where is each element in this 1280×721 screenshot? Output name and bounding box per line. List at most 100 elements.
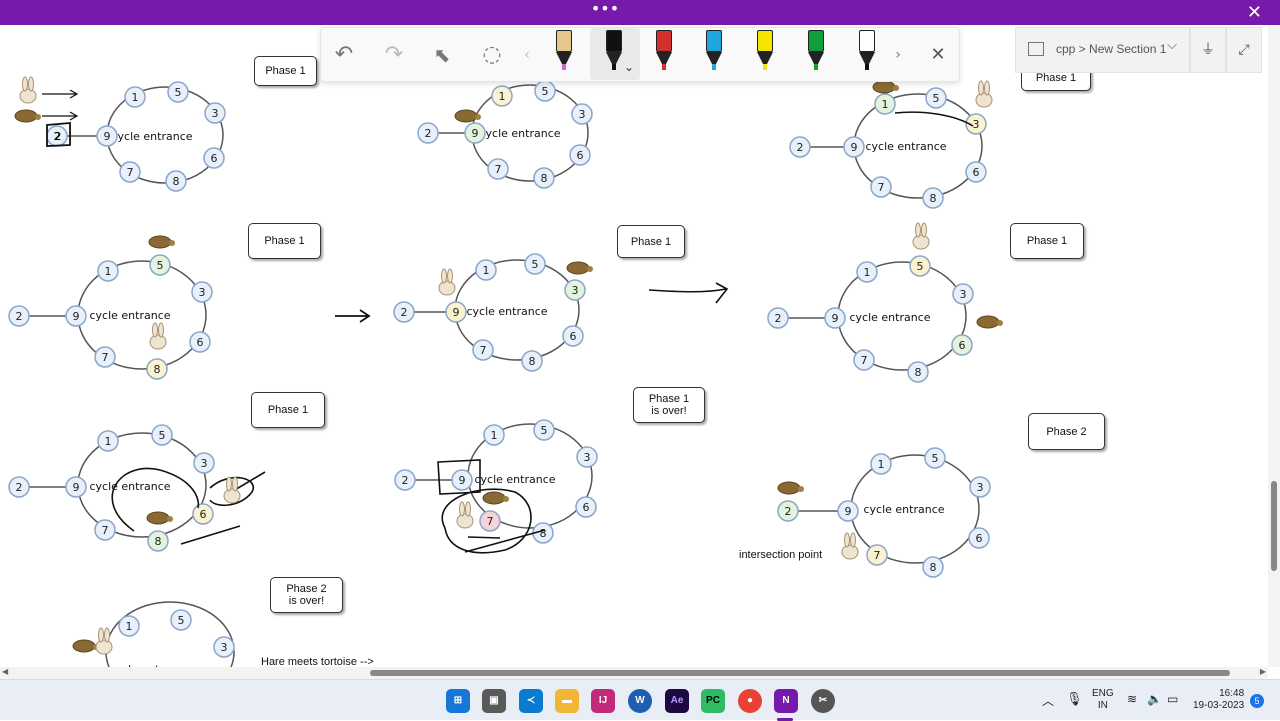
hare-icon <box>95 627 113 655</box>
tray-chevron-icon[interactable]: ︿ <box>1042 694 1055 708</box>
svg-text:1: 1 <box>105 435 112 448</box>
yellow-highlighter-icon[interactable] <box>754 30 776 72</box>
after-effects-icon[interactable]: Ae <box>665 689 689 713</box>
cycle-entrance-label: cycle entrance <box>89 309 170 322</box>
svg-text:6: 6 <box>211 152 218 165</box>
svg-text:5: 5 <box>175 86 182 99</box>
pencil-pen-icon[interactable] <box>553 30 575 72</box>
chrome-icon[interactable]: ● <box>738 689 762 713</box>
horizontal-scroll-thumb[interactable] <box>370 670 1230 676</box>
svg-text:2: 2 <box>55 130 62 143</box>
lasso-select-button[interactable]: ◌ <box>482 42 502 67</box>
clock[interactable]: 16:48 19-03-2023 <box>1193 688 1244 712</box>
tortoise-icon <box>148 235 175 249</box>
black-pen-icon[interactable] <box>603 30 625 72</box>
handdrawn-arrow <box>648 282 729 304</box>
svg-text:2: 2 <box>401 306 408 319</box>
filter-button[interactable]: ⏚ <box>1190 27 1226 73</box>
red-pen-icon[interactable] <box>653 30 675 72</box>
notification-badge[interactable]: 5 <box>1250 694 1264 708</box>
svg-text:5: 5 <box>178 614 185 627</box>
microphone-icon[interactable]: 🎙 <box>1066 691 1083 706</box>
svg-text:3: 3 <box>960 288 967 301</box>
svg-text:5: 5 <box>932 452 939 465</box>
cycle-entrance-label: cycle entrance <box>466 305 547 318</box>
scroll-right-arrow[interactable]: ▶ <box>1259 667 1266 676</box>
hare-icon <box>19 76 37 104</box>
green-pen-icon[interactable] <box>805 30 827 72</box>
hare-icon <box>438 268 456 296</box>
svg-text:2: 2 <box>402 474 409 487</box>
svg-text:3: 3 <box>579 108 586 121</box>
select-tool-button[interactable]: ⬉ <box>433 43 451 67</box>
onenote-icon[interactable]: N <box>774 689 798 713</box>
tortoise-icon <box>872 80 899 94</box>
scroll-left-button[interactable]: ‹ <box>524 47 530 63</box>
file-explorer-icon[interactable]: ▬ <box>555 689 579 713</box>
snipping-tool-icon[interactable]: ✂ <box>811 689 835 713</box>
svg-text:5: 5 <box>542 85 549 98</box>
svg-text:1: 1 <box>882 98 889 111</box>
hare-icon <box>975 80 993 108</box>
clock-date: 19-03-2023 <box>1193 700 1245 711</box>
tortoise-icon <box>14 109 41 123</box>
svg-text:8: 8 <box>540 527 547 540</box>
svg-text:9: 9 <box>73 310 80 323</box>
white-pen-icon[interactable] <box>856 30 878 72</box>
intellij-icon[interactable]: IJ <box>591 689 615 713</box>
undo-button[interactable]: ↶ <box>334 42 354 67</box>
svg-text:7: 7 <box>861 354 868 367</box>
expand-button[interactable]: ⤢ <box>1226 27 1262 73</box>
more-options-button[interactable]: ••• <box>590 0 620 18</box>
cycle-entrance-label: cycle entrance <box>109 663 190 667</box>
svg-text:9: 9 <box>832 312 839 325</box>
redo-button[interactable]: ↷ <box>384 42 404 67</box>
cycle-entrance-label: cycle entrance <box>474 473 555 486</box>
w-app-icon[interactable]: W <box>628 689 652 713</box>
vertical-scroll-thumb[interactable] <box>1271 481 1277 571</box>
section-navigator[interactable]: cpp > New Section 1 ⌵ <box>1015 27 1190 73</box>
section-breadcrumb[interactable]: cpp > New Section 1 <box>1056 42 1167 56</box>
vscode-icon[interactable]: ≺ <box>519 689 543 713</box>
tortoise-icon <box>976 315 1003 329</box>
wifi-icon[interactable]: ≋ <box>1127 692 1138 706</box>
scroll-left-arrow[interactable]: ◀ <box>2 667 9 676</box>
svg-text:6: 6 <box>577 149 584 162</box>
svg-text:3: 3 <box>212 107 219 120</box>
svg-text:2: 2 <box>785 505 792 518</box>
pycharm-icon[interactable]: PC <box>701 689 725 713</box>
scroll-right-button[interactable]: › <box>895 47 901 63</box>
svg-text:3: 3 <box>977 481 984 494</box>
blue-pen-icon[interactable] <box>703 30 725 72</box>
vertical-scrollbar[interactable] <box>1268 25 1280 667</box>
volume-icon[interactable]: 🔈 <box>1147 692 1162 706</box>
battery-icon[interactable]: ▭ <box>1167 692 1179 706</box>
svg-text:9: 9 <box>104 130 111 143</box>
svg-text:2: 2 <box>775 312 782 325</box>
close-window-button[interactable]: ✕ <box>1246 2 1262 23</box>
note-canvas[interactable] <box>0 25 1268 667</box>
windows-start-icon[interactable]: ⊞ <box>446 689 470 713</box>
pen-dropdown-icon[interactable]: ⌄ <box>624 60 635 74</box>
hare-icon <box>841 532 859 560</box>
tortoise-icon <box>72 639 99 653</box>
svg-text:9: 9 <box>453 306 460 319</box>
svg-text:3: 3 <box>572 284 579 297</box>
chevron-down-icon[interactable]: ⌵ <box>1167 38 1177 53</box>
svg-text:9: 9 <box>459 474 466 487</box>
arrow-right-icon <box>335 309 371 323</box>
svg-text:5: 5 <box>917 260 924 273</box>
close-toolbar-button[interactable]: ✕ <box>930 44 946 65</box>
horizontal-scrollbar[interactable]: ◀ ▶ <box>0 667 1268 679</box>
cycle-entrance-label: cycle entrance <box>89 480 170 493</box>
language-indicator[interactable]: ENG IN <box>1092 688 1114 712</box>
svg-text:2: 2 <box>54 130 61 143</box>
phase-box: Phase 1 <box>617 225 685 258</box>
task-view-icon[interactable]: ▣ <box>482 689 506 713</box>
